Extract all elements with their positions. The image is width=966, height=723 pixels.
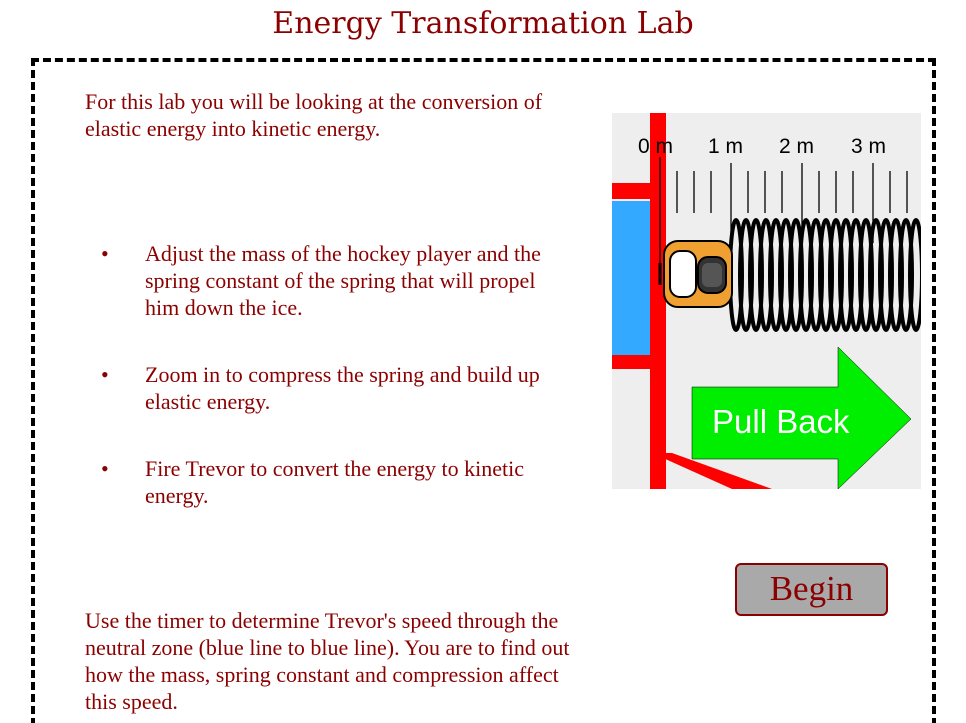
instruction-list: • Adjust the mass of the hockey player a… [85,240,565,549]
board-red-line [652,453,772,489]
outro-text: Use the timer to determine Trevor's spee… [85,608,570,714]
blue-line [612,201,650,355]
list-item: • Zoom in to compress the spring and bui… [85,361,565,415]
ruler-label-0: 0 m [638,135,673,158]
ruler-label-3: 3 m [851,135,886,158]
bullet-icon: • [101,456,109,481]
pull-back-arrow[interactable]: Pull Back [691,346,912,489]
begin-button[interactable]: Begin [735,563,888,616]
hockey-player-icon [658,240,733,308]
intro-text: For this lab you will be looking at the … [85,89,543,141]
bullet-icon: • [101,241,109,266]
spring-launch-illustration: 0 m 1 m 2 m 3 m [612,113,921,489]
list-item: • Adjust the mass of the hockey player a… [85,240,565,321]
content-panel [31,58,936,723]
list-item: • Fire Trevor to convert the energy to k… [85,455,565,509]
goal-red-line [650,113,666,489]
ruler-label-1: 1 m [708,135,743,158]
ruler-label-2: 2 m [779,135,814,158]
board-red-bottom [612,353,658,369]
spring [728,218,921,332]
step-text: Zoom in to compress the spring and build… [145,362,540,414]
ruler-ticks [659,157,908,281]
board-red-top [612,183,658,199]
step-text: Adjust the mass of the hockey player and… [145,241,541,320]
step-text: Fire Trevor to convert the energy to kin… [145,456,525,508]
page-title: Energy Transformation Lab [272,6,694,41]
bullet-icon: • [101,362,109,387]
pull-back-label: Pull Back [712,403,850,440]
